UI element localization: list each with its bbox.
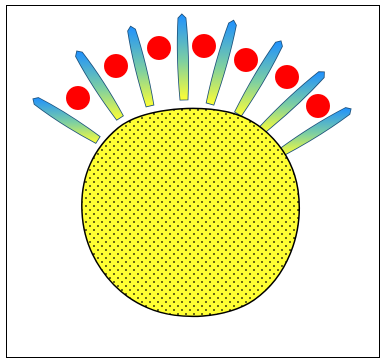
red-bead-5 — [234, 48, 258, 72]
red-bead-6 — [275, 65, 299, 89]
red-bead-1 — [66, 86, 90, 110]
sun-ray-4 — [177, 14, 188, 100]
red-bead-2 — [104, 54, 128, 78]
red-bead-3 — [147, 36, 171, 60]
sun-ray-3 — [128, 26, 154, 107]
red-bead-7 — [306, 94, 330, 118]
sun-ray-5 — [206, 20, 236, 105]
sun-ray-1 — [33, 98, 100, 144]
sun-body — [82, 109, 299, 317]
red-bead-4 — [192, 34, 216, 58]
